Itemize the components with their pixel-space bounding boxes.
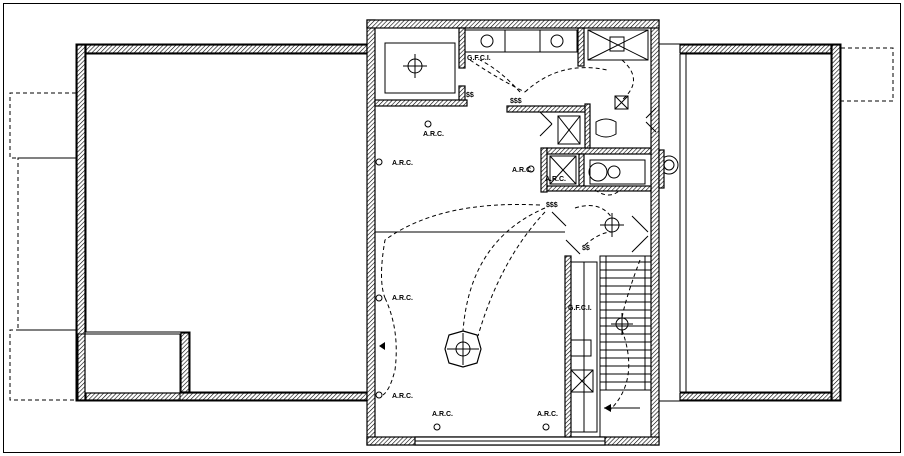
wall-light-wc xyxy=(607,165,621,179)
light-fixtures xyxy=(403,54,633,368)
right-wing-walls xyxy=(657,43,842,402)
switch-label-2: $$ xyxy=(466,92,474,99)
sink-right xyxy=(550,34,564,48)
outlet-labels: A.R.C. A.R.C. A.R.C. A.R.C. A.R.C. A.R.C… xyxy=(392,55,592,418)
switch-label-1: $$$ xyxy=(510,98,522,105)
toilet xyxy=(595,118,617,138)
bathtub xyxy=(384,42,456,94)
gfci-label-2: G.F.C.I. xyxy=(568,305,592,312)
phone-jack xyxy=(379,342,385,350)
cabinet-1 xyxy=(557,115,581,145)
exhaust-fan xyxy=(614,95,629,110)
arc-label-6: A.R.C. xyxy=(432,411,453,418)
exterior-dashed-outlines xyxy=(9,47,894,401)
arc-label-2: A.R.C. xyxy=(392,160,413,167)
arc-label-1: A.R.C. xyxy=(423,131,444,138)
left-wing-walls xyxy=(75,43,368,402)
sink-left xyxy=(480,34,494,48)
drawing-border xyxy=(3,3,901,453)
water-heater xyxy=(588,162,608,182)
arc-label-4: A.R.C. xyxy=(392,295,413,302)
switch-label-4: $$ xyxy=(582,245,590,252)
gfci-label-1: G.F.C.I. xyxy=(467,55,491,62)
arc-label-5: A.R.C. xyxy=(392,393,413,400)
closet-shelving xyxy=(570,261,598,433)
shower xyxy=(587,29,649,61)
arc-label-8: A.R.C. xyxy=(545,176,566,183)
arc-label-7: A.R.C. xyxy=(537,411,558,418)
stairs xyxy=(599,255,652,438)
central-walls xyxy=(366,19,660,446)
doors xyxy=(539,107,679,255)
left-storage-box xyxy=(77,333,181,401)
cabinet-2 xyxy=(549,155,577,185)
switch-label-3: $$$ xyxy=(546,202,558,209)
arc-label-3: A.R.C. xyxy=(512,167,533,174)
wiring xyxy=(381,59,641,411)
outlet-symbols xyxy=(375,120,550,431)
bath-fixtures xyxy=(384,29,649,185)
